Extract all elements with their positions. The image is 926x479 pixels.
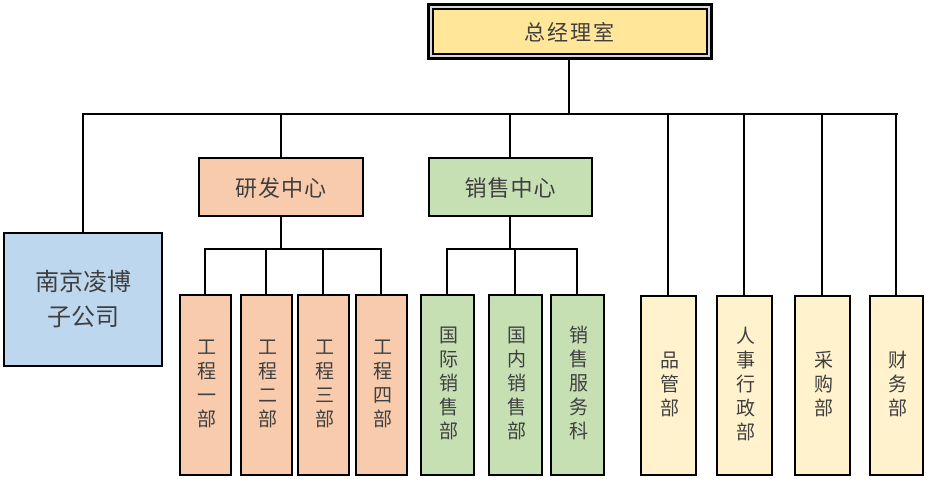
connector-drop-eng-4	[380, 248, 382, 294]
org-node-label: 销售服务科	[566, 325, 588, 445]
connector-drop-eng-1	[204, 248, 206, 294]
org-node-label: 工程三部	[312, 337, 334, 433]
org-node-label: 工程四部	[370, 337, 392, 433]
org-node-label: 国内销售部	[504, 325, 526, 445]
org-node-finance-dept: 财务部	[869, 295, 924, 476]
connector-root-drop	[568, 60, 570, 113]
org-node-general-manager-office-inner: 总经理室	[432, 8, 708, 55]
org-node-label: 采购部	[811, 349, 833, 422]
org-node-engineering-dept-1: 工程一部	[179, 294, 232, 476]
connector-main-rail	[82, 113, 898, 115]
org-node-sales-center: 销售中心	[428, 157, 593, 217]
connector-rd-rail	[204, 248, 382, 250]
connector-sales-stem	[509, 217, 511, 248]
org-node-international-sales-dept: 国际销售部	[420, 294, 475, 476]
org-node-label: 研发中心	[234, 177, 327, 202]
org-node-rd-center: 研发中心	[198, 157, 364, 217]
connector-drop-eng-3	[322, 248, 324, 294]
org-node-label: 财务部	[885, 349, 907, 422]
org-node-engineering-dept-3: 工程三部	[297, 294, 350, 476]
org-node-domestic-sales-dept: 国内销售部	[488, 294, 543, 476]
org-node-label: 品管部	[657, 349, 679, 422]
connector-drop-rd-center	[280, 113, 282, 157]
connector-drop-eng-2	[265, 248, 267, 294]
org-node-label: 总经理室	[524, 20, 616, 45]
connector-drop-finance-dept	[895, 113, 897, 295]
org-node-label: 人事行政部	[733, 325, 755, 446]
org-node-label-line2: 子公司	[47, 302, 119, 331]
org-node-subsidiary: 南京凌博 子公司	[3, 232, 163, 367]
connector-drop-domestic-sales	[514, 248, 516, 294]
org-node-hr-admin-dept: 人事行政部	[716, 295, 773, 476]
org-node-engineering-dept-4: 工程四部	[355, 294, 408, 476]
org-node-quality-dept: 品管部	[640, 295, 697, 476]
org-node-purchasing-dept: 采购部	[794, 295, 851, 476]
org-node-engineering-dept-2: 工程二部	[240, 294, 293, 476]
connector-rd-stem	[280, 217, 282, 248]
connector-drop-purchasing-dept	[821, 113, 823, 295]
connector-sales-rail	[446, 248, 578, 250]
org-node-label: 销售中心	[464, 177, 557, 202]
org-node-label-line1: 南京凌博	[35, 267, 131, 296]
connector-drop-intl-sales	[446, 248, 448, 294]
org-node-general-manager-office: 总经理室	[427, 3, 713, 60]
connector-drop-quality-dept	[667, 113, 669, 295]
org-node-sales-service-section: 销售服务科	[550, 294, 605, 476]
connector-drop-subsidiary	[82, 113, 84, 232]
org-node-label: 国际销售部	[436, 325, 458, 445]
org-node-label: 工程一部	[194, 337, 216, 433]
connector-drop-hr-admin-dept	[743, 113, 745, 295]
org-node-label: 工程二部	[255, 337, 277, 433]
connector-drop-sales-service	[576, 248, 578, 294]
connector-drop-sales-center	[509, 113, 511, 157]
